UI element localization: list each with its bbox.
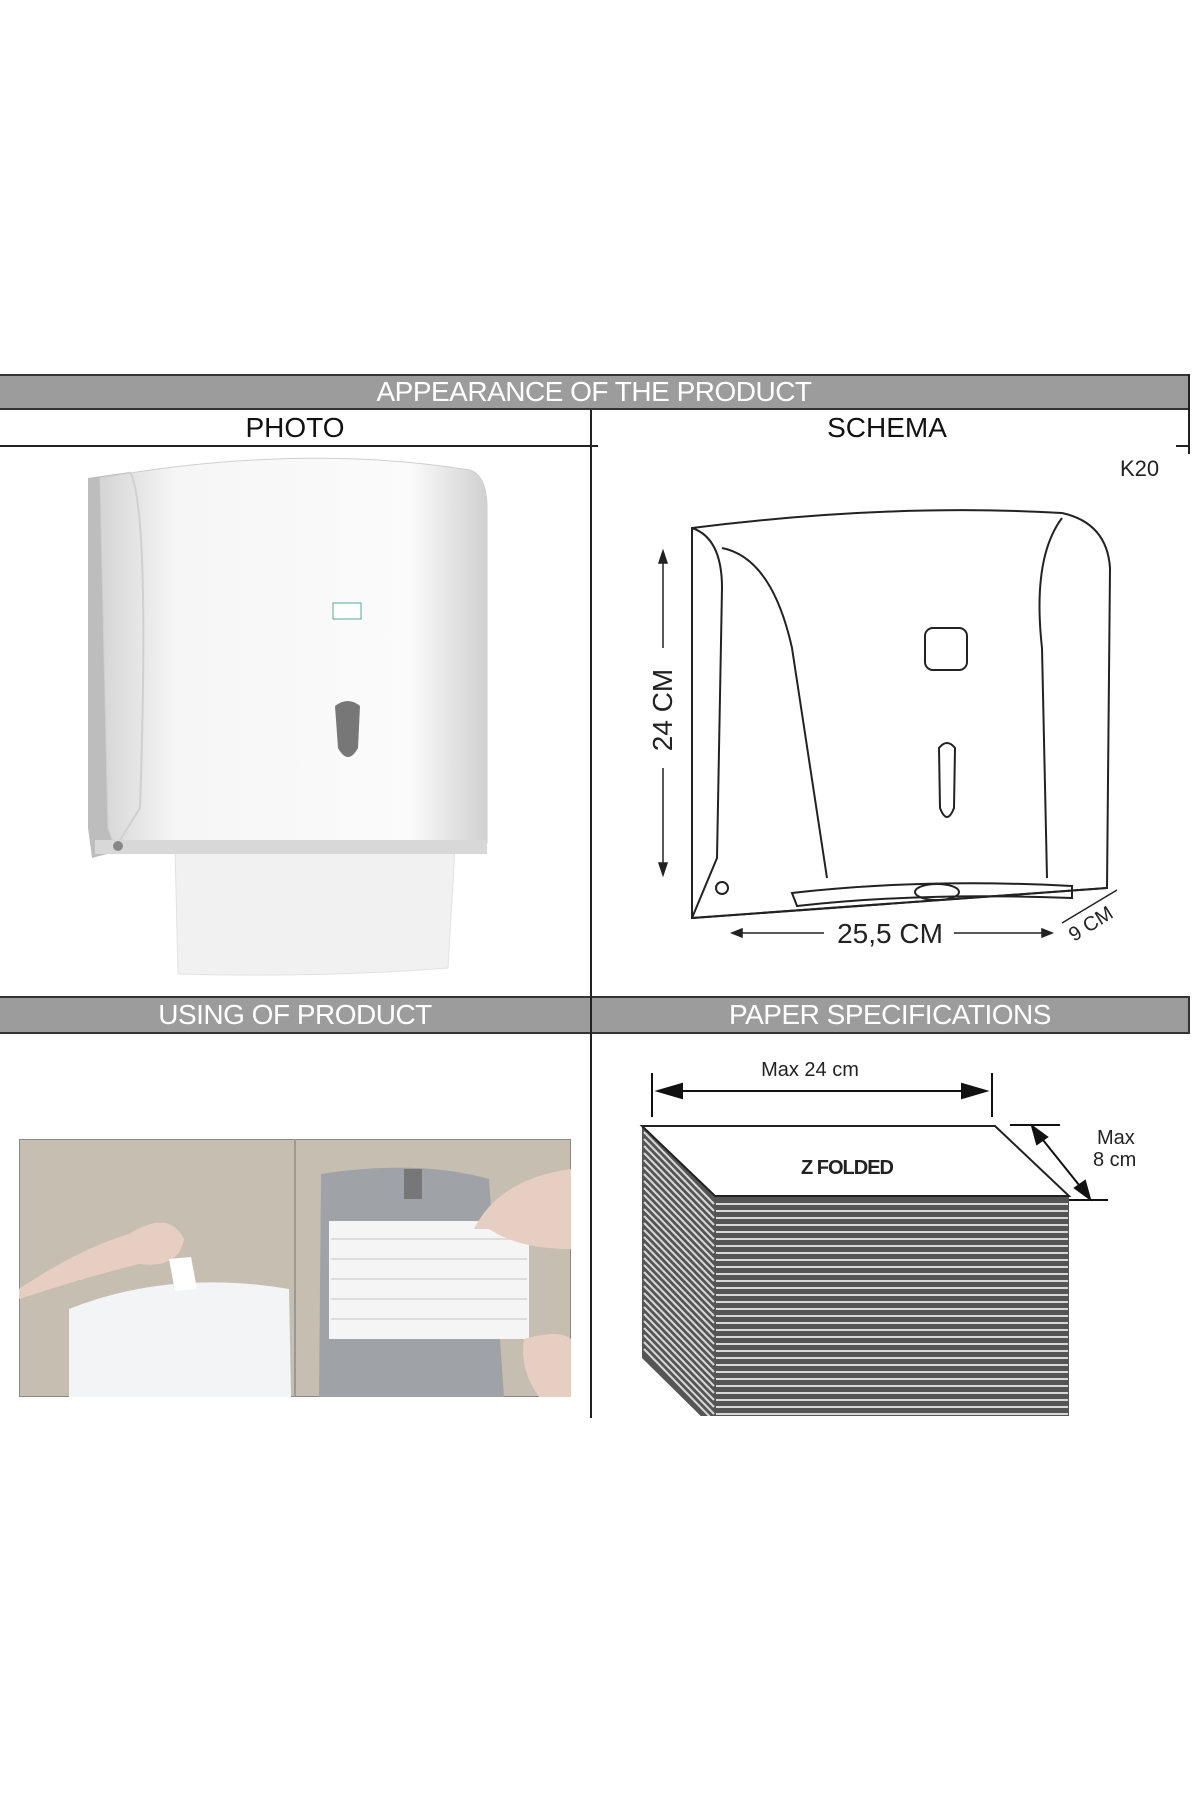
paper-sheet-edge bbox=[643, 1138, 715, 1212]
paper-sheet-edge bbox=[643, 1166, 715, 1240]
paper-sheet-edge bbox=[643, 1306, 715, 1380]
paper-sheet-edge bbox=[643, 1201, 715, 1275]
level-window bbox=[335, 701, 360, 757]
column-divider-bottom bbox=[590, 1034, 592, 1418]
paper-sheet-edge bbox=[643, 1320, 715, 1394]
lock-icon bbox=[113, 841, 123, 851]
paper-sheet-edge bbox=[643, 1264, 715, 1338]
appearance-title: APPEARANCE OF THE PRODUCT bbox=[376, 376, 812, 407]
paper-sheet-edge bbox=[643, 1145, 715, 1219]
paper-sheet-edge bbox=[643, 1327, 715, 1401]
paper-sheet-edge bbox=[643, 1187, 715, 1261]
schema-label: SCHEMA bbox=[827, 412, 947, 443]
max-depth-label-1: Max bbox=[1097, 1127, 1135, 1149]
paper-sheet-edge bbox=[643, 1341, 715, 1415]
paper-sheet-edge bbox=[643, 1250, 715, 1324]
appearance-title-bar: APPEARANCE OF THE PRODUCT bbox=[0, 374, 1190, 410]
paper-sheet-edge bbox=[643, 1194, 715, 1268]
height-dimension: 24 CM bbox=[647, 669, 678, 751]
paper-stack bbox=[639, 1125, 1072, 1416]
column-divider bbox=[590, 410, 592, 1418]
paper-sheet-edge bbox=[643, 1257, 715, 1331]
paper-sheet-edge bbox=[643, 1285, 715, 1359]
paper-sheet-edge bbox=[643, 1131, 715, 1205]
paper-sheet-edge bbox=[643, 1243, 715, 1317]
paper-sheet-edge bbox=[643, 1348, 711, 1416]
divider bbox=[1176, 445, 1190, 447]
paper-sheet-edge bbox=[643, 1236, 715, 1310]
paper-spec-drawing: Max 24 cm Max 8 cm Z FOLDED bbox=[639, 1059, 1136, 1416]
right-border bbox=[1188, 374, 1190, 454]
paper-title: PAPER SPECIFICATIONS bbox=[729, 999, 1051, 1030]
usage-photo-take-towel bbox=[19, 1222, 291, 1397]
paper-sheet-edge bbox=[643, 1173, 715, 1247]
paper-sheet-edge bbox=[643, 1292, 715, 1366]
fold-type-label: Z FOLDED bbox=[801, 1157, 894, 1179]
model-number: K20 bbox=[1120, 456, 1160, 481]
paper-sheet-edge bbox=[643, 1271, 715, 1345]
paper-sheet-edge bbox=[643, 1180, 715, 1254]
schema-drawing: 24 CM 25,5 CM 9 CM bbox=[646, 509, 1118, 949]
usage-photos bbox=[19, 1139, 571, 1397]
brand-logo bbox=[332, 602, 362, 620]
paper-sheet-edge bbox=[643, 1278, 715, 1352]
depth-dimension: 9 CM bbox=[1065, 902, 1117, 946]
paper-sheet-edge bbox=[643, 1208, 715, 1282]
paper-sheet-edge bbox=[643, 1222, 715, 1296]
paper-sheet-edge bbox=[643, 1152, 715, 1226]
paper-sheet-edge bbox=[643, 1313, 715, 1387]
width-dimension: 25,5 CM bbox=[837, 918, 943, 949]
using-title: USING OF PRODUCT bbox=[158, 999, 432, 1030]
paper-sheet-edge bbox=[643, 1334, 715, 1408]
using-title-bar: USING OF PRODUCT bbox=[0, 996, 590, 1034]
divider bbox=[0, 445, 598, 447]
max-width-label: Max 24 cm bbox=[761, 1059, 859, 1081]
product-photo bbox=[88, 457, 488, 976]
paper-towel bbox=[174, 847, 456, 976]
paper-sheet-edge bbox=[643, 1299, 715, 1373]
max-depth-label-2: 8 cm bbox=[1093, 1149, 1136, 1171]
paper-sheet-edge bbox=[643, 1159, 715, 1233]
paper-sheet-edge bbox=[643, 1215, 715, 1289]
usage-photo-load-paper bbox=[319, 1167, 571, 1397]
photo-label: PHOTO bbox=[245, 412, 345, 443]
paper-sheet-edge bbox=[643, 1229, 715, 1303]
paper-title-bar: PAPER SPECIFICATIONS bbox=[592, 996, 1190, 1034]
